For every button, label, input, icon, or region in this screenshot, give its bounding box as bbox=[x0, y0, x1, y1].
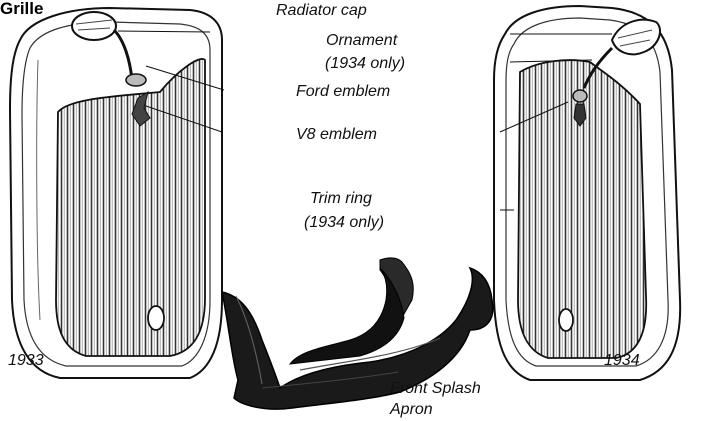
label-apron: Apron bbox=[390, 401, 433, 419]
label-trim-ring-note: (1934 only) bbox=[304, 214, 384, 232]
year-label-1933: 1933 bbox=[8, 352, 44, 370]
label-v8-emblem: V8 emblem bbox=[296, 126, 377, 144]
label-trim-ring: Trim ring bbox=[310, 190, 372, 208]
label-front-splash: Front Splash bbox=[390, 380, 481, 398]
grille-1933-bars bbox=[56, 59, 205, 356]
label-radiator-cap: Radiator cap bbox=[276, 2, 367, 20]
label-ornament-note: (1934 only) bbox=[325, 55, 405, 73]
year-label-1934: 1934 bbox=[604, 352, 640, 370]
label-ornament: Ornament bbox=[326, 32, 397, 50]
diagram-title: Grille bbox=[0, 0, 43, 18]
grille-1933 bbox=[10, 8, 222, 378]
label-ford-emblem: Ford emblem bbox=[296, 83, 390, 101]
